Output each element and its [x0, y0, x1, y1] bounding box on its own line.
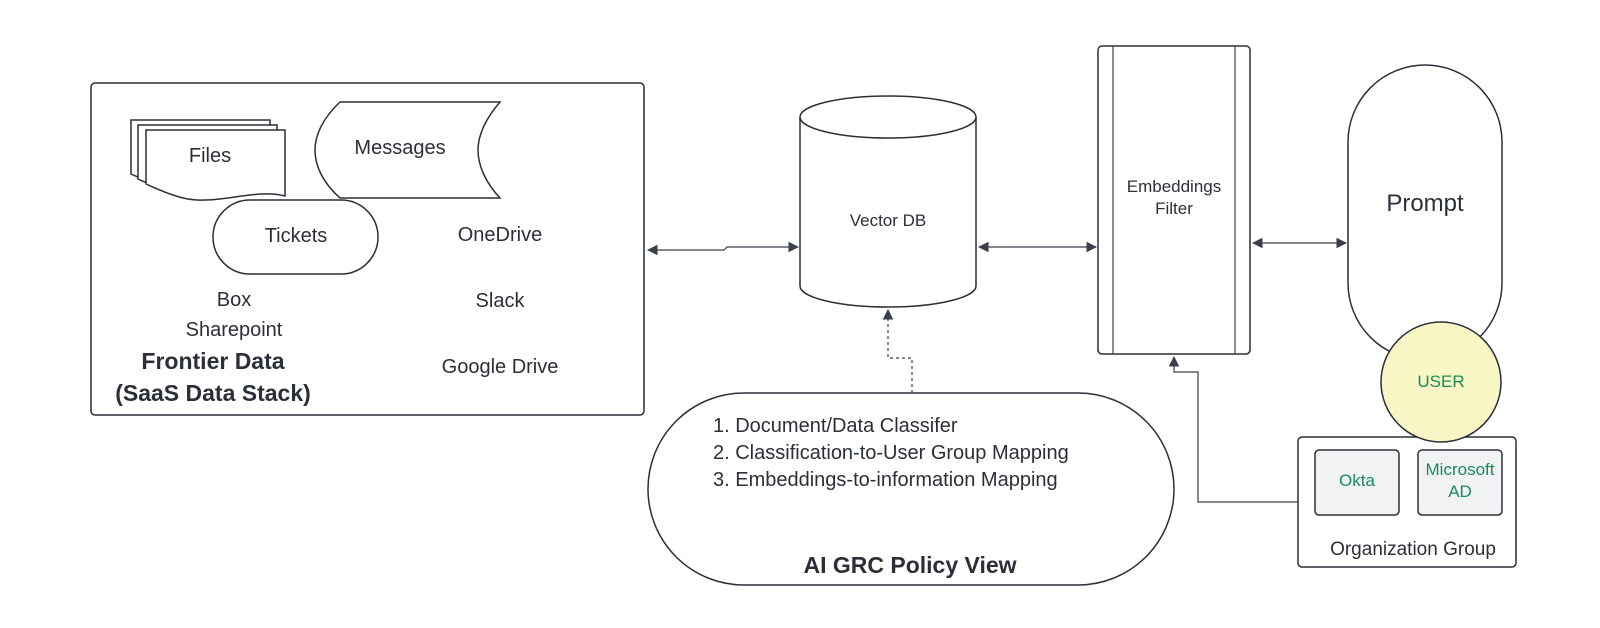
vector-db-cylinder — [799, 95, 977, 308]
files-stack-shape — [130, 119, 286, 201]
connector-policy-vectordb — [882, 308, 913, 393]
prompt-label: Prompt — [1386, 190, 1464, 217]
policy-item-1: 1. Document/Data Classifer — [713, 415, 958, 437]
embeddings-filter-shape — [1097, 45, 1251, 355]
box-label: Box — [217, 289, 251, 311]
microsoft-ad-label-line2: AD — [1448, 482, 1472, 501]
ai-grc-policy-shape — [647, 392, 1175, 586]
user-circle — [1380, 321, 1502, 443]
organization-group-label: Organization Group — [1330, 539, 1496, 560]
policy-item-3: 3. Embeddings-to-information Mapping — [713, 469, 1058, 491]
user-label: USER — [1417, 372, 1464, 391]
okta-box — [1314, 449, 1400, 516]
policy-item-2: 2. Classification-to-User Group Mapping — [713, 442, 1069, 464]
okta-label: Okta — [1339, 471, 1375, 490]
tickets-label: Tickets — [265, 225, 328, 247]
vector-db-label: Vector DB — [850, 211, 927, 230]
files-label: Files — [189, 145, 231, 167]
messages-shape — [314, 101, 502, 199]
onedrive-label: OneDrive — [458, 224, 542, 246]
embeddings-filter-label-line2: Filter — [1155, 199, 1193, 218]
frontier-title-line1: Frontier Data — [141, 348, 284, 374]
google-drive-label: Google Drive — [442, 356, 559, 378]
frontier-title-line2: (SaaS Data Stack) — [115, 380, 311, 406]
tickets-shape — [212, 199, 379, 275]
embeddings-filter-label-line1: Embeddings — [1127, 177, 1222, 196]
frontier-data-group: Files Messages Tickets OneDrive Box Shar… — [90, 82, 645, 416]
connector-frontier-vectordb — [646, 241, 800, 256]
slack-label: Slack — [476, 290, 526, 312]
sharepoint-label: Sharepoint — [186, 319, 283, 341]
messages-label: Messages — [354, 137, 445, 159]
connector-orggroup-embeddings — [1168, 355, 1298, 503]
microsoft-ad-label-line1: Microsoft — [1426, 460, 1495, 479]
microsoft-ad-box — [1417, 449, 1503, 516]
ai-grc-policy-title: AI GRC Policy View — [803, 552, 1016, 578]
